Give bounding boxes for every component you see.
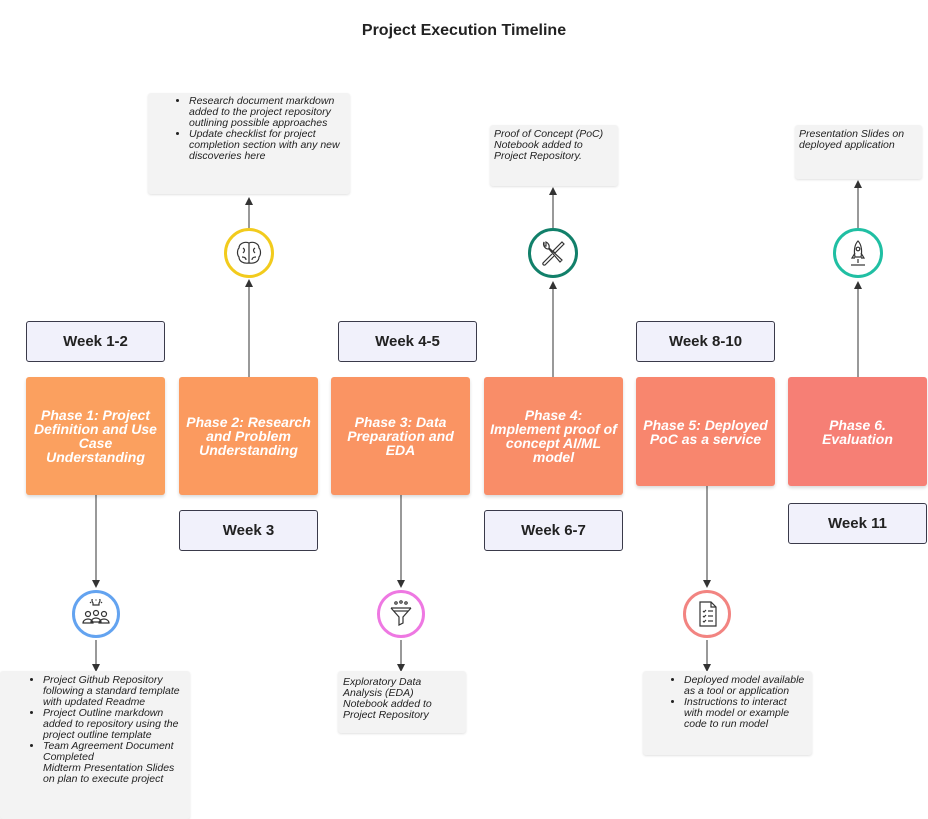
phase3-deliverables-note: Exploratory Data Analysis (EDA) Notebook…	[338, 671, 466, 733]
week-label-phase4: Week 6-7	[484, 510, 623, 551]
phase1-note-item: Project Outline markdown added to reposi…	[43, 708, 186, 741]
phase2-deliverables-note: Research document markdown added to the …	[148, 93, 350, 194]
checklist-icon	[683, 590, 731, 638]
phase-5-box: Phase 5: Deployed PoC as a service	[636, 377, 775, 486]
phase-6-box: Phase 6. Evaluation	[788, 377, 927, 486]
phase-4-box: Phase 4: Implement proof of concept AI/M…	[484, 377, 623, 495]
week-label-phase3: Week 4-5	[338, 321, 477, 362]
diagram-title: Project Execution Timeline	[361, 22, 567, 39]
phase5-note-item: Deployed model available as a tool or ap…	[684, 675, 806, 697]
phase1-deliverables-note: Project Github Repository following a st…	[0, 671, 190, 819]
phase6-note-text: Presentation Slides on deployed applicat…	[799, 128, 905, 151]
phase-5-label: Phase 5: Deployed PoC as a service	[643, 416, 768, 447]
phase3-note-text: Exploratory Data Analysis (EDA) Notebook…	[343, 676, 432, 721]
phase4-deliverables-note: Proof of Concept (PoC) Notebook added to…	[490, 125, 618, 186]
funnel-icon	[377, 590, 425, 638]
phase-2-box: Phase 2: Research and Problem Understand…	[179, 377, 318, 495]
phase-3-box: Phase 3: Data Preparation and EDA	[331, 377, 470, 495]
week-label-phase2: Week 3	[179, 510, 318, 551]
phase2-note-item: Update checklist for project completion …	[189, 129, 344, 162]
phase-1-label: Phase 1: Project Definition and Use Case…	[34, 407, 157, 465]
phase2-note-item: Research document markdown added to the …	[189, 96, 344, 129]
phase5-deliverables-note: Deployed model available as a tool or ap…	[643, 671, 812, 755]
phase-6-label: Phase 6. Evaluation	[822, 416, 893, 447]
rocket-icon	[833, 228, 883, 278]
tools-icon	[528, 228, 578, 278]
phase1-note-item: Team Agreement Document Completed Midter…	[43, 741, 186, 785]
week-label-phase1: Week 1-2	[26, 321, 165, 362]
phase-1-box: Phase 1: Project Definition and Use Case…	[26, 377, 165, 495]
phase5-note-item: Instructions to interact with model or e…	[684, 697, 806, 730]
lightbulb-team-icon	[72, 590, 120, 638]
phase1-note-item: Project Github Repository following a st…	[43, 675, 186, 708]
phase-2-label: Phase 2: Research and Problem Understand…	[186, 414, 311, 458]
phase-3-label: Phase 3: Data Preparation and EDA	[347, 414, 454, 458]
phase4-note-text: Proof of Concept (PoC) Notebook added to…	[494, 128, 604, 162]
phase6-deliverables-note: Presentation Slides on deployed applicat…	[795, 125, 922, 179]
week-label-phase5: Week 8-10	[636, 321, 775, 362]
phase-4-label: Phase 4: Implement proof of concept AI/M…	[490, 407, 617, 465]
brain-icon	[224, 228, 274, 278]
week-label-phase6: Week 11	[788, 503, 927, 544]
